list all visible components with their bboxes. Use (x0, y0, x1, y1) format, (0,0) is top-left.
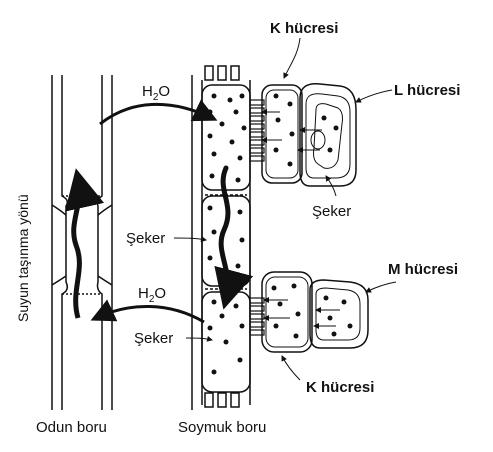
water-in-arrow (99, 99, 218, 126)
sugar-flow-arrows (261, 109, 340, 329)
xylem-label: Odun boru (36, 419, 107, 436)
k-cell-top-label: K hücresi (270, 20, 338, 37)
k-cell-bottom-label: K hücresi (306, 379, 374, 396)
h2o-top-label: H2O (142, 83, 170, 103)
l-cell-label: L hücresi (394, 82, 460, 99)
k-cell-top (261, 84, 303, 184)
water-direction-label: Suyun taşınma yönü (15, 194, 31, 322)
m-cell (309, 279, 369, 349)
h2o-bottom-label: H2O (138, 285, 166, 305)
sugar-flow-arrow (214, 166, 254, 310)
seker-label-low: Şeker (134, 330, 173, 347)
water-flow-arrow (64, 168, 105, 319)
l-cell (299, 83, 357, 187)
k-cell-bottom (261, 271, 313, 353)
leader-lines (173, 37, 397, 381)
sieve-plates (249, 99, 265, 336)
phloem-label: Soymuk boru (178, 419, 266, 436)
m-cell-label: M hücresi (388, 261, 458, 278)
seker-label-mid: Şeker (126, 230, 165, 247)
seker-label-right: Şeker (312, 203, 351, 220)
water-out-arrow (90, 299, 205, 324)
sugar-molecules (207, 93, 353, 375)
xylem-vessel (51, 75, 113, 410)
